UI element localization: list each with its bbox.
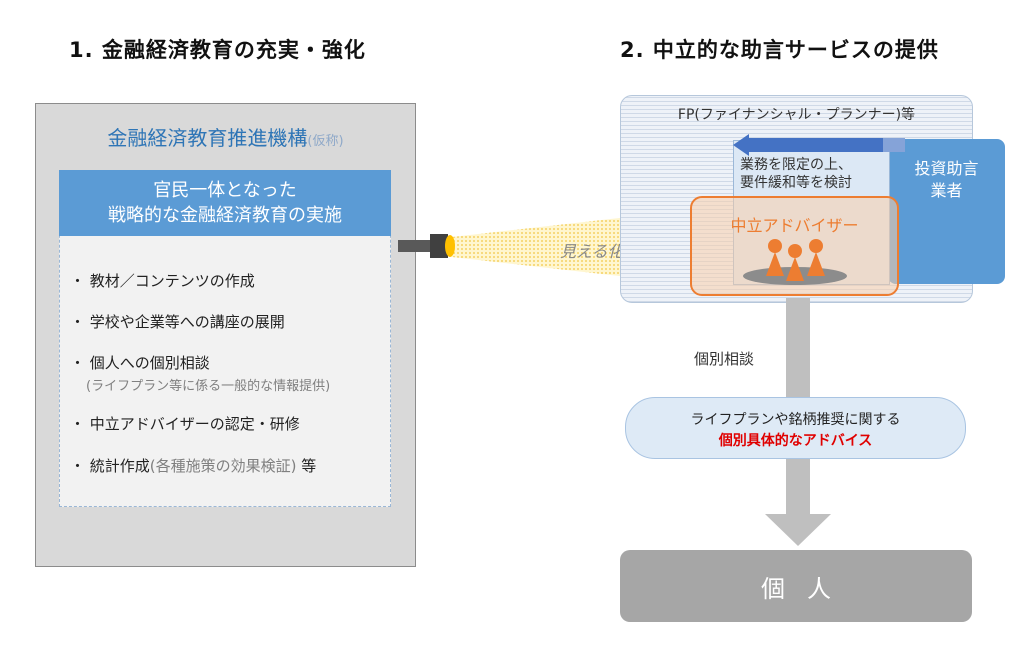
activity-item-statistics: ・ 統計作成(各種施策の効果検証) 等: [70, 455, 316, 476]
left-arrow-icon: [733, 134, 905, 156]
deregulation-line-1: 業務を限定の上、: [740, 157, 852, 173]
advice-line-1: ライフプランや銘柄推奨に関する: [690, 412, 901, 428]
visualization-label: 見える化: [560, 242, 624, 261]
deregulation-line-2: 要件緩和等を検討: [740, 175, 852, 191]
fp-group-label: FP(ファイナンシャル・プランナー)等: [677, 107, 916, 123]
mission-line-2: 戦略的な金融経済教育の実施: [108, 205, 342, 226]
section-heading-education: 1. 金融経済教育の充実・強化: [69, 38, 366, 62]
flashlight-icon: [398, 234, 455, 258]
organization-name: 金融経済教育推進機構: [107, 126, 308, 150]
investment-advisor-box: [888, 139, 1005, 284]
activity-item-certification: ・ 中立アドバイザーの認定・研修: [70, 415, 300, 433]
people-icon: [743, 239, 847, 285]
advice-line-2: 個別具体的なアドバイス: [718, 433, 873, 449]
advice-box: [625, 397, 966, 459]
activity-item-statistics-tail: 等: [296, 457, 317, 475]
organization-title: 金融経済教育推進機構(仮称): [35, 122, 416, 151]
individual-label: 個人: [761, 575, 853, 603]
activity-item-materials: ・ 教材／コンテンツの作成: [70, 272, 255, 290]
activity-item-consultation: ・ 個人への個別相談: [70, 354, 210, 372]
mission-line-1: 官民一体となった: [153, 180, 297, 201]
investment-advisor-line-2: 業者: [930, 181, 963, 200]
mission-band: 官民一体となった 戦略的な金融経済教育の実施: [59, 170, 391, 236]
activity-item-consultation-note: (ライフプラン等に係る一般的な情報提供): [86, 379, 331, 394]
individual-box: [620, 550, 972, 622]
neutral-advisor-label: 中立アドバイザー: [730, 216, 859, 235]
section-heading-advice: 2. 中立的な助言サービスの提供: [620, 38, 939, 62]
activity-item-statistics-note: (各種施策の効果検証): [149, 457, 297, 475]
deregulation-text: 業務を限定の上、 要件緩和等を検討: [740, 156, 852, 192]
investment-advisor-label: 投資助言 業者: [888, 158, 1005, 202]
investment-advisor-line-1: 投資助言: [914, 159, 979, 178]
organization-name-note: (仮称): [307, 134, 344, 149]
activity-item-statistics-main: ・ 統計作成: [70, 457, 150, 475]
consultation-label: 個別相談: [694, 350, 755, 368]
activity-item-courses: ・ 学校や企業等への講座の展開: [70, 313, 285, 331]
